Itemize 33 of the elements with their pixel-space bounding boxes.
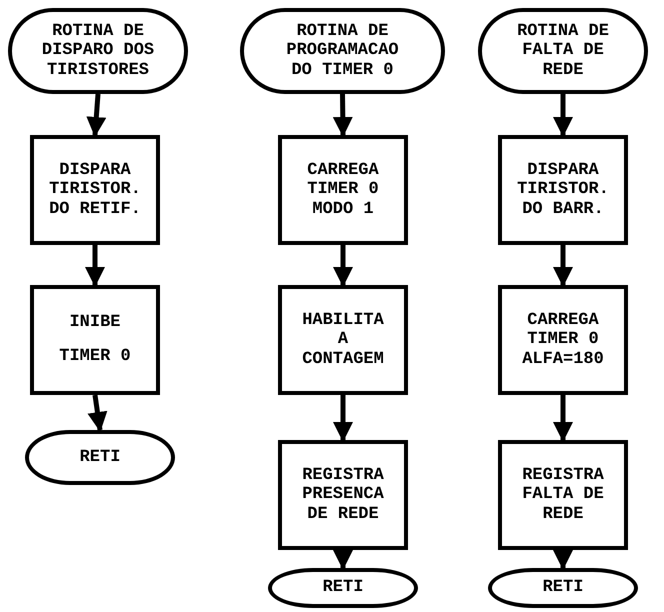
process-box: [498, 440, 628, 550]
node-text: RETI: [78, 448, 122, 468]
process-box: [278, 285, 408, 395]
arrow: [85, 245, 105, 287]
arrow: [553, 94, 573, 137]
node-text: DISPARA TIRISTOR. DO BARR.: [516, 160, 610, 220]
arrow: [88, 394, 108, 432]
node-text: HABILITA A CONTAGEM: [301, 310, 385, 370]
node-text: ROTINA DE PROGRAMACAO DO TIMER 0: [285, 22, 400, 80]
process-box: [498, 135, 628, 245]
process-box: [278, 440, 408, 550]
process-box: [498, 285, 628, 395]
process-box: [30, 135, 160, 245]
process-box: [30, 285, 160, 395]
node-text: CARREGA TIMER 0 MODO 1: [306, 160, 380, 220]
node-text: DISPARA TIRISTOR. DO RETIF.: [48, 160, 142, 220]
arrow: [333, 245, 353, 287]
node-text: REGISTRA PRESENCA DE REDE: [301, 466, 385, 524]
arrow: [553, 245, 573, 287]
arrow: [332, 94, 353, 137]
arrow: [333, 395, 353, 442]
node-text: CARREGA TIMER 0 ALFA=180: [521, 310, 605, 370]
arrow: [86, 94, 106, 137]
arrow: [333, 550, 353, 570]
node-text: RETI: [322, 578, 364, 598]
arrow: [553, 550, 573, 570]
node-text: INIBE TIMER 0: [58, 312, 132, 368]
process-box: [278, 135, 408, 245]
node-text: REGISTRA FALTA DE REDE: [521, 466, 605, 524]
node-text: RETI: [542, 578, 584, 598]
arrow: [553, 395, 573, 442]
node-text: ROTINA DE FALTA DE REDE: [516, 22, 610, 80]
node-text: ROTINA DE DISPARO DOS TIRISTORES: [40, 22, 156, 80]
